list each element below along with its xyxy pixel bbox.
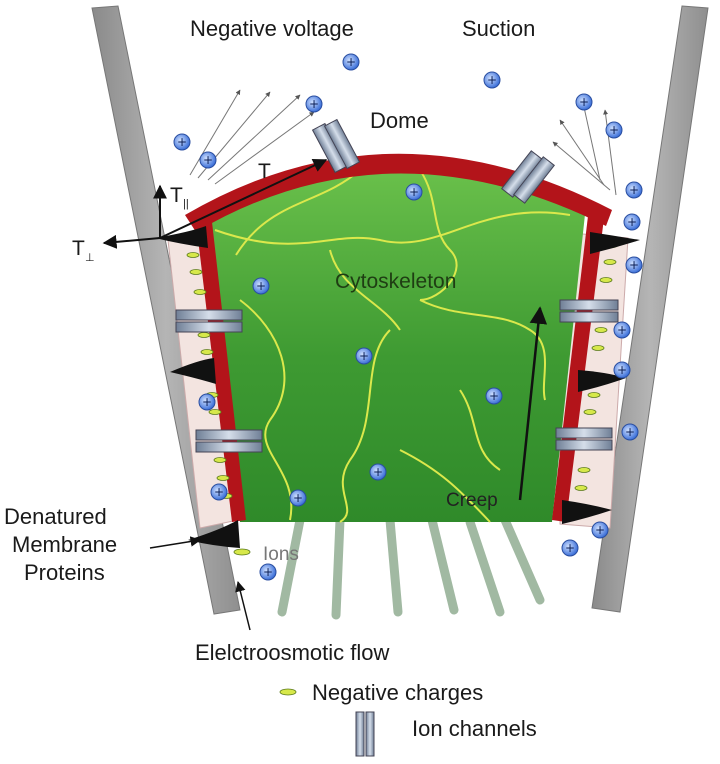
label-tension-parallel: T — [170, 184, 183, 207]
label-tension: T — [258, 160, 271, 183]
cation-plus-sign: + — [617, 323, 627, 337]
label-tension-perp: T — [72, 237, 85, 260]
cation-icon — [485, 387, 503, 405]
label-ions: Ions — [263, 544, 299, 565]
cation-plus-sign: + — [489, 389, 499, 403]
electroosmotic-arrow — [235, 580, 251, 631]
cation-icon — [198, 393, 216, 411]
label-denatured-3: Proteins — [24, 560, 105, 585]
cation-plus-sign: + — [293, 491, 303, 505]
legend-negative-charge-icon — [279, 688, 297, 696]
cation-icon — [252, 277, 270, 295]
cation-icon — [621, 423, 639, 441]
ion-channel-icon — [555, 427, 613, 451]
cation-icon — [405, 183, 423, 201]
cations: + + + + + + + + + + + + + + + + + + + + + + + + — [173, 53, 643, 581]
label-tension-parallel-sub: || — [183, 198, 189, 210]
ion-channel-icon — [195, 429, 263, 453]
label-suction: Suction — [462, 16, 535, 41]
cation-plus-sign: + — [203, 153, 213, 167]
cation-plus-sign: + — [625, 425, 635, 439]
cation-icon — [561, 539, 579, 557]
cation-icon — [199, 151, 217, 169]
cation-icon — [591, 521, 609, 539]
denatured-pointer — [149, 536, 202, 549]
cation-plus-sign: + — [256, 279, 266, 293]
outflow-arrows-right — [552, 97, 617, 196]
cation-icon — [342, 53, 360, 71]
cation-plus-sign: + — [595, 523, 605, 537]
legend-ion-channels: Ion channels — [412, 716, 537, 741]
cation-icon — [173, 133, 191, 151]
cation-icon — [369, 463, 387, 481]
cation-icon — [613, 361, 631, 379]
cation-plus-sign: + — [177, 135, 187, 149]
cation-plus-sign: + — [487, 73, 497, 87]
cation-plus-sign: + — [409, 185, 419, 199]
cation-plus-sign: + — [373, 465, 383, 479]
cation-icon — [289, 489, 307, 507]
cation-plus-sign: + — [202, 395, 212, 409]
cation-icon — [259, 563, 277, 581]
cation-icon — [605, 121, 623, 139]
legend-negative-charges: Negative charges — [312, 680, 483, 705]
legend: Negative charges Ion channels — [279, 680, 537, 757]
cation-plus-sign: + — [579, 95, 589, 109]
label-cytoskeleton: Cytoskeleton — [335, 270, 456, 293]
cation-icon — [483, 71, 501, 89]
cation-plus-sign: + — [214, 485, 224, 499]
label-denatured-2: Membrane — [12, 532, 117, 557]
label-creep: Creep — [446, 490, 498, 511]
cation-plus-sign: + — [609, 123, 619, 137]
label-denatured-1: Denatured — [4, 504, 107, 529]
dome-membrane — [185, 153, 612, 232]
negative-charges-right — [571, 242, 619, 509]
cation-icon — [305, 95, 323, 113]
cation-plus-sign: + — [617, 363, 627, 377]
cation-icon — [625, 256, 643, 274]
negative-charge-icon — [233, 548, 251, 556]
cation-plus-sign: + — [629, 258, 639, 272]
denatured-proteins-right — [562, 232, 640, 524]
cell-cytoplasm — [208, 158, 586, 522]
cation-plus-sign: + — [565, 541, 575, 555]
ion-channel-icon — [311, 118, 361, 174]
label-negative-voltage: Negative voltage — [190, 16, 354, 41]
cation-icon — [623, 213, 641, 231]
cation-icon — [625, 181, 643, 199]
tension-arrows — [102, 159, 328, 249]
cation-plus-sign: + — [263, 565, 273, 579]
cation-icon — [575, 93, 593, 111]
cation-plus-sign: + — [309, 97, 319, 111]
cation-icon — [613, 321, 631, 339]
legend-ion-channel-icon — [355, 711, 375, 757]
cation-plus-sign: + — [629, 183, 639, 197]
ion-channel-icon — [501, 150, 555, 204]
label-dome: Dome — [370, 108, 429, 133]
cation-plus-sign: + — [359, 349, 369, 363]
ion-channel-icon — [175, 309, 243, 333]
cation-plus-sign: + — [346, 55, 356, 69]
ion-channel-icon — [559, 299, 619, 323]
cation-icon — [355, 347, 373, 365]
cation-icon — [210, 483, 228, 501]
pipette-wall-right — [591, 5, 709, 613]
cation-plus-sign: + — [627, 215, 637, 229]
creep-arrow — [518, 306, 548, 501]
label-electroosmotic-flow: Elelctroosmotic flow — [195, 640, 390, 665]
fibre-strands — [277, 515, 545, 620]
label-tension-perp-sub: ⊥ — [85, 252, 95, 264]
